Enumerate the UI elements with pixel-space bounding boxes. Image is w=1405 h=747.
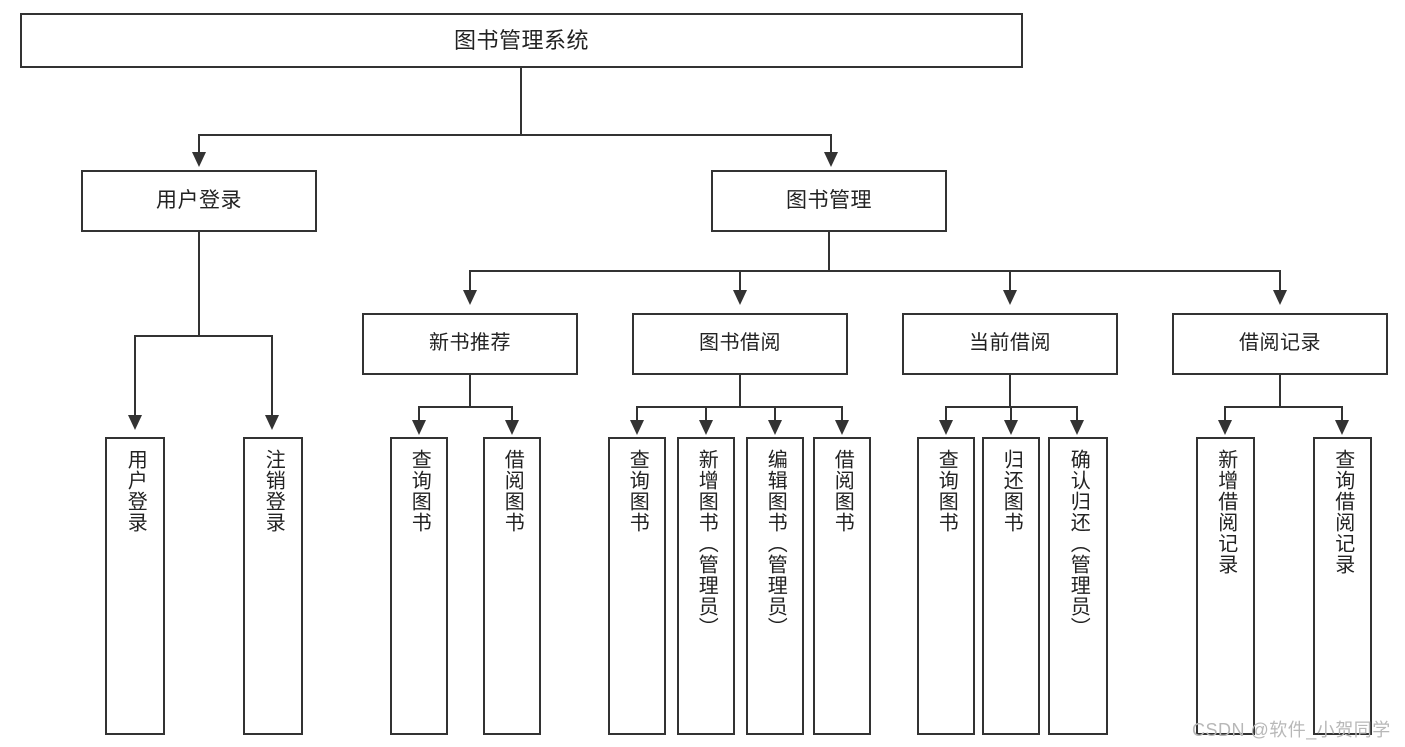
node-user-login[interactable]: 用户登录: [81, 170, 317, 232]
node-label: 借阅记录: [1239, 332, 1321, 355]
connector-to-leaf-logout: [271, 335, 273, 417]
arrow-to-user-login: [192, 152, 206, 167]
node-borrow-record[interactable]: 借阅记录: [1172, 313, 1388, 375]
node-label: 用户登录: [124, 449, 147, 533]
connector-borrow-record-bus: [1224, 406, 1342, 408]
connector-to-leaf-return-book: [1010, 406, 1012, 422]
connector-to-book-management: [830, 134, 832, 154]
node-label: 新书推荐: [429, 332, 511, 355]
arrow-to-leaf-edit-book: [768, 420, 782, 435]
connector-to-leaf-borrow-book-1: [511, 406, 513, 422]
arrow-to-leaf-add-record: [1218, 420, 1232, 435]
connector-current-borrow-stem: [1009, 375, 1011, 408]
arrow-to-leaf-add-book: [699, 420, 713, 435]
connector-to-leaf-add-book: [705, 406, 707, 422]
node-label: 图书管理: [786, 188, 872, 212]
node-leaf-borrow-book-2[interactable]: 借阅图书: [813, 437, 871, 735]
node-label: 查询图书: [626, 449, 649, 533]
node-label: 确认归还（管理员）: [1067, 449, 1090, 638]
arrow-to-new-book-recommend: [463, 290, 477, 305]
connector-book-borrow-stem: [739, 375, 741, 408]
node-label: 查询图书: [935, 449, 958, 533]
arrow-to-leaf-user-login: [128, 415, 142, 430]
node-label: 查询借阅记录: [1331, 449, 1354, 575]
arrow-to-current-borrow: [1003, 290, 1017, 305]
arrow-to-leaf-borrow-book-2: [835, 420, 849, 435]
node-leaf-edit-book[interactable]: 编辑图书（管理员）: [746, 437, 804, 735]
node-leaf-query-record[interactable]: 查询借阅记录: [1313, 437, 1372, 735]
connector-to-user-login: [198, 134, 200, 154]
connector-to-leaf-edit-book: [774, 406, 776, 422]
node-leaf-query-book-1[interactable]: 查询图书: [390, 437, 448, 735]
arrow-to-leaf-query-book-1: [412, 420, 426, 435]
node-label: 新增借阅记录: [1214, 449, 1237, 575]
arrow-to-leaf-query-record: [1335, 420, 1349, 435]
connector-user-login-bus: [134, 335, 272, 337]
connector-to-borrow-record: [1279, 270, 1281, 292]
node-leaf-add-record[interactable]: 新增借阅记录: [1196, 437, 1255, 735]
arrow-to-leaf-query-book-2: [630, 420, 644, 435]
node-label: 借阅图书: [501, 449, 524, 533]
connector-to-leaf-user-login: [134, 335, 136, 417]
node-label: 归还图书: [1000, 449, 1023, 533]
node-new-book-recommend[interactable]: 新书推荐: [362, 313, 578, 375]
node-label: 编辑图书（管理员）: [764, 449, 787, 638]
node-label: 注销登录: [262, 449, 285, 533]
connector-new-book-recommend-stem: [469, 375, 471, 408]
connector-to-leaf-query-book-2: [636, 406, 638, 422]
connector-to-book-borrow: [739, 270, 741, 292]
node-leaf-return-book[interactable]: 归还图书: [982, 437, 1040, 735]
node-book-management[interactable]: 图书管理: [711, 170, 947, 232]
connector-new-book-recommend-bus: [418, 406, 512, 408]
node-label: 用户登录: [156, 188, 242, 212]
node-leaf-borrow-book-1[interactable]: 借阅图书: [483, 437, 541, 735]
csdn-watermark: CSDN @软件_小贺同学: [1192, 720, 1391, 740]
node-book-borrow[interactable]: 图书借阅: [632, 313, 848, 375]
arrow-to-leaf-query-book-3: [939, 420, 953, 435]
node-leaf-query-book-3[interactable]: 查询图书: [917, 437, 975, 735]
arrow-to-leaf-borrow-book-1: [505, 420, 519, 435]
arrow-to-book-management: [824, 152, 838, 167]
connector-to-leaf-query-record: [1341, 406, 1343, 422]
node-current-borrow[interactable]: 当前借阅: [902, 313, 1118, 375]
node-label: 查询图书: [408, 449, 431, 533]
connector-to-current-borrow: [1009, 270, 1011, 292]
node-label: 借阅图书: [831, 449, 854, 533]
connector-level1-bus: [198, 134, 832, 136]
connector-to-leaf-confirm-return: [1076, 406, 1078, 422]
arrow-to-leaf-logout: [265, 415, 279, 430]
connector-to-new-book-recommend: [469, 270, 471, 292]
connector-book-borrow-bus: [636, 406, 843, 408]
arrow-to-leaf-return-book: [1004, 420, 1018, 435]
node-leaf-user-login[interactable]: 用户登录: [105, 437, 165, 735]
node-label: 当前借阅: [969, 332, 1051, 355]
node-root-system[interactable]: 图书管理系统: [20, 13, 1023, 68]
connector-to-leaf-query-book-3: [945, 406, 947, 422]
arrow-to-leaf-confirm-return: [1070, 420, 1084, 435]
node-leaf-query-book-2[interactable]: 查询图书: [608, 437, 666, 735]
connector-to-leaf-add-record: [1224, 406, 1226, 422]
node-leaf-logout[interactable]: 注销登录: [243, 437, 303, 735]
node-label: 新增图书（管理员）: [695, 449, 718, 638]
connector-to-leaf-borrow-book-2: [841, 406, 843, 422]
node-leaf-add-book[interactable]: 新增图书（管理员）: [677, 437, 735, 735]
connector-root-stem: [520, 68, 522, 135]
connector-to-leaf-query-book-1: [418, 406, 420, 422]
connector-borrow-record-stem: [1279, 375, 1281, 408]
node-label: 图书管理系统: [453, 27, 589, 53]
connector-book-management-stem: [828, 232, 830, 272]
arrow-to-book-borrow: [733, 290, 747, 305]
connector-level2-bus: [469, 270, 1281, 272]
node-label: 图书借阅: [699, 332, 781, 355]
connector-user-login-stem: [198, 232, 200, 336]
node-leaf-confirm-return[interactable]: 确认归还（管理员）: [1048, 437, 1108, 735]
arrow-to-borrow-record: [1273, 290, 1287, 305]
